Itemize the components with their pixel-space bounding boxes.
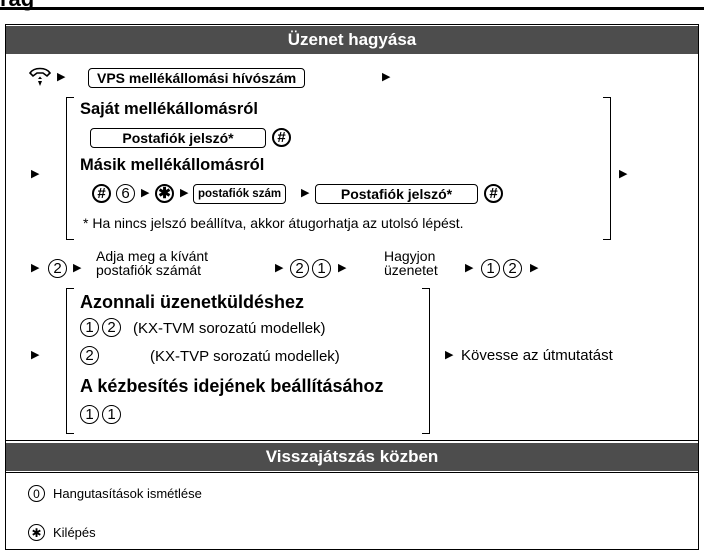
- repeat-prompts-label: Hangutasítások ismétlése: [53, 486, 202, 501]
- delivery-time-heading: A kézbesítés idejének beállításához: [80, 376, 384, 396]
- digit-key-0: 0: [28, 485, 45, 502]
- kx-tvp-label: (KX-TVP sorozatú modellek): [150, 348, 340, 365]
- arrow-icon: ▶: [530, 262, 539, 274]
- clipped-heading: rag: [0, 0, 34, 12]
- digit-key-1: 1: [80, 318, 99, 337]
- star-key: ✱: [28, 524, 45, 541]
- hash-key: #: [272, 128, 291, 147]
- arrow-icon: ▶: [619, 168, 628, 180]
- star-key: ✱: [155, 184, 174, 203]
- vps-extension-number-key: VPS mellékállomási hívószám: [88, 68, 306, 88]
- digit-key-6: 6: [116, 184, 135, 203]
- section-divider: [6, 472, 698, 473]
- arrow-icon: ▶: [57, 71, 66, 83]
- other-extension-heading: Másik mellékállomásról: [80, 156, 265, 174]
- section-title-leave-message: Üzenet hagyása: [6, 26, 698, 54]
- left-bracket: [66, 97, 74, 240]
- arrow-icon: ▶: [338, 262, 347, 274]
- mailbox-password-key: Postafiók jelszó*: [315, 184, 478, 204]
- digit-key-2: 2: [48, 259, 67, 278]
- digit-key-2: 2: [102, 318, 121, 337]
- hash-key: #: [92, 184, 111, 203]
- right-bracket: [422, 288, 430, 434]
- handset-icon: [28, 67, 52, 89]
- digit-key-1: 1: [80, 405, 99, 424]
- right-bracket: [603, 97, 611, 240]
- digit-key-2: 2: [290, 259, 309, 278]
- arrow-icon: ▶: [31, 262, 40, 274]
- leave-message-label-line1: Hagyjon: [384, 248, 436, 264]
- digit-key-1: 1: [481, 259, 500, 278]
- leave-message-label-line2: üzenetet: [384, 262, 438, 278]
- arrow-icon: ▶: [73, 262, 82, 274]
- immediate-delivery-heading: Azonnali üzenetküldéshez: [80, 292, 305, 312]
- arrow-icon: ▶: [445, 349, 454, 361]
- mailbox-number-key: postafiók szám: [193, 184, 287, 204]
- arrow-icon: ▶: [141, 187, 150, 199]
- password-note: * Ha nincs jelszó beállítva, akkor átugo…: [83, 215, 464, 231]
- enter-mailbox-label-line2: postafiók számát: [96, 262, 202, 278]
- arrow-icon: ▶: [275, 262, 284, 274]
- arrow-icon: ▶: [465, 262, 474, 274]
- digit-key-2: 2: [503, 259, 522, 278]
- enter-mailbox-label-line1: Adja meg a kívánt: [96, 248, 209, 264]
- hash-key: #: [484, 184, 503, 203]
- procedure-frame: [5, 24, 699, 550]
- digit-key-1: 1: [102, 405, 121, 424]
- mailbox-password-key: Postafiók jelszó*: [90, 128, 266, 148]
- kx-tvm-label: (KX-TVM sorozatú modellek): [133, 320, 326, 337]
- section-title-playback: Visszajátszás közben: [6, 443, 698, 471]
- arrow-icon: ▶: [31, 168, 40, 180]
- exit-label: Kilépés: [53, 525, 96, 540]
- digit-key-2: 2: [80, 346, 99, 365]
- arrow-icon: ▶: [180, 187, 189, 199]
- arrow-icon: ▶: [31, 349, 40, 361]
- follow-instructions-text: Kövesse az útmutatást: [461, 347, 613, 364]
- section-divider: [6, 440, 698, 441]
- own-extension-heading: Saját mellékállomásról: [80, 100, 258, 118]
- arrow-icon: ▶: [301, 187, 310, 199]
- left-bracket: [66, 288, 74, 434]
- arrow-icon: ▶: [382, 71, 391, 83]
- digit-key-1: 1: [312, 259, 331, 278]
- top-rule: [0, 7, 704, 10]
